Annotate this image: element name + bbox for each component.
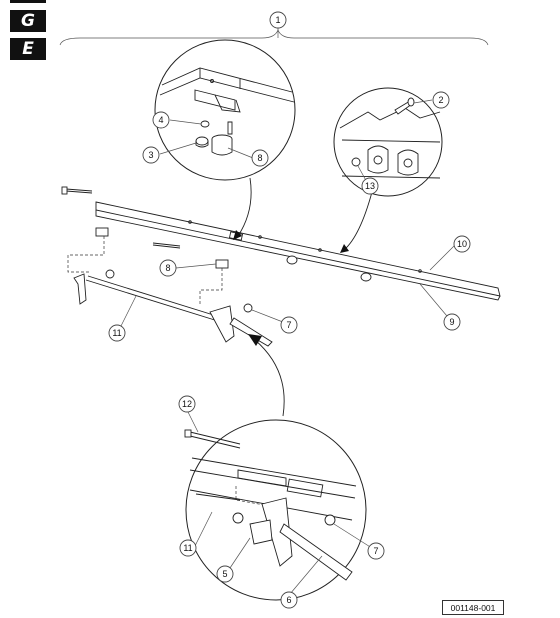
callout-8a: 8 — [251, 149, 269, 167]
callout-1: 1 — [269, 11, 287, 29]
upper-left-hardware — [61, 186, 229, 305]
callout-4: 4 — [152, 111, 170, 129]
svg-text:5: 5 — [222, 569, 227, 579]
leader-12 — [187, 411, 199, 433]
svg-text:1: 1 — [275, 15, 280, 25]
callout-11a: 11 — [108, 324, 126, 342]
svg-text:9: 9 — [449, 317, 454, 327]
callout-6: 6 — [280, 591, 298, 609]
arrow-top-left — [237, 177, 252, 237]
leader-4 — [169, 119, 202, 125]
arrow-head-top-left — [233, 230, 242, 240]
callout-12: 12 — [178, 395, 196, 413]
arrow-top-right — [343, 191, 373, 251]
svg-text:8: 8 — [257, 153, 262, 163]
tab-g: G — [10, 10, 46, 32]
detail-circle-top-left — [154, 39, 296, 181]
svg-text:8: 8 — [165, 263, 170, 273]
callout-8b: 8 — [159, 259, 177, 277]
svg-text:3: 3 — [148, 150, 153, 160]
leader-8b — [175, 263, 217, 269]
svg-text:6: 6 — [286, 595, 291, 605]
svg-text:11: 11 — [112, 328, 121, 338]
leader-7b — [333, 523, 376, 551]
svg-text:10: 10 — [457, 239, 467, 249]
bolt-12 — [184, 429, 241, 449]
callout-13: 13 — [361, 177, 379, 195]
leader-10 — [429, 243, 457, 271]
callout-7a: 7 — [280, 316, 298, 334]
leader-3 — [159, 142, 197, 155]
svg-text:11: 11 — [183, 543, 192, 553]
part-number-label: 001148-001 — [442, 600, 504, 615]
callout-2: 2 — [432, 91, 450, 109]
assembly-bracket — [59, 29, 489, 46]
latch-rod-assembly — [73, 269, 273, 347]
callout-11b: 11 — [179, 539, 197, 557]
callout-5: 5 — [216, 565, 234, 583]
svg-text:7: 7 — [286, 320, 291, 330]
callout-3: 3 — [142, 146, 160, 164]
detail-circle-top-right — [333, 87, 443, 197]
callout-9: 9 — [443, 313, 461, 331]
svg-text:12: 12 — [182, 399, 192, 409]
tab-top-rule — [10, 0, 46, 3]
leader-8a — [227, 147, 254, 159]
svg-text:4: 4 — [158, 115, 163, 125]
svg-text:2: 2 — [438, 95, 443, 105]
leader-11b — [193, 511, 213, 549]
main-beam — [95, 201, 501, 301]
arrow-bottom — [254, 339, 285, 417]
callout-10: 10 — [453, 235, 471, 253]
svg-text:7: 7 — [373, 546, 378, 556]
detail-circle-bottom — [185, 419, 367, 601]
svg-text:13: 13 — [365, 181, 375, 191]
leader-2 — [413, 99, 433, 104]
arrow-head-top-right — [340, 244, 349, 253]
arrow-head-bottom — [248, 334, 262, 346]
tab-e: E — [10, 38, 46, 60]
leader-6 — [289, 555, 323, 595]
callout-7b: 7 — [367, 542, 385, 560]
